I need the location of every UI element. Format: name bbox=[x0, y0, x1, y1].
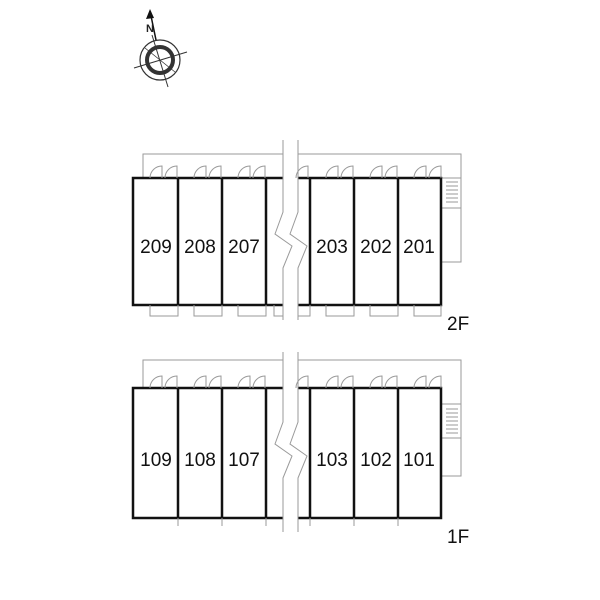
floor-2f bbox=[131, 140, 462, 320]
unit-label-201: 201 bbox=[403, 237, 435, 258]
unit-label-209: 209 bbox=[140, 237, 172, 258]
unit-label-208: 208 bbox=[184, 237, 216, 258]
unit-label-202: 202 bbox=[360, 237, 392, 258]
floor-label-1f: 1F bbox=[447, 527, 469, 548]
unit-label-102: 102 bbox=[360, 450, 392, 471]
unit-label-207: 207 bbox=[228, 237, 260, 258]
unit-label-103: 103 bbox=[316, 450, 348, 471]
floor-1f bbox=[131, 352, 462, 532]
unit-label-203: 203 bbox=[316, 237, 348, 258]
unit-label-107: 107 bbox=[228, 450, 260, 471]
staircase-icon bbox=[446, 408, 458, 434]
compass-rose-icon: N bbox=[133, 9, 188, 88]
staircase-icon bbox=[446, 181, 458, 203]
unit-label-108: 108 bbox=[184, 450, 216, 471]
unit-label-109: 109 bbox=[140, 450, 172, 471]
floor-label-2f: 2F bbox=[447, 314, 469, 335]
compass-north-label: N bbox=[146, 23, 154, 35]
unit-label-101: 101 bbox=[403, 450, 435, 471]
